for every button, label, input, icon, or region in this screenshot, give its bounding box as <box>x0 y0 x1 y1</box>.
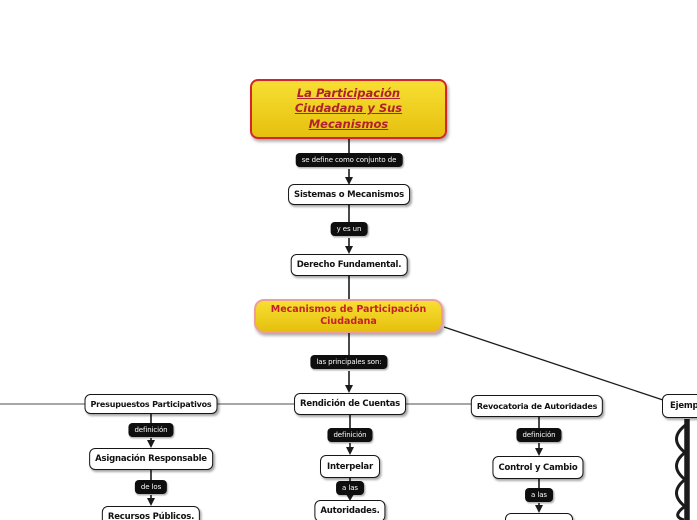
link-label-definicion-left[interactable]: definición <box>128 423 174 437</box>
arrowhead <box>147 498 155 506</box>
link-label-las-principales[interactable]: las principales son: <box>310 355 388 369</box>
node-ejemplos[interactable]: Ejemplos <box>662 394 697 418</box>
node-derecho-fundamental[interactable]: Derecho Fundamental. <box>290 254 408 276</box>
link-label-y-es-un[interactable]: y es un <box>330 222 368 236</box>
link-label-definicion-middle[interactable]: definición <box>327 428 373 442</box>
arrowhead <box>345 246 353 254</box>
node-control-y-cambio[interactable]: Control y Cambio <box>492 456 584 479</box>
arrowhead <box>535 448 543 456</box>
arrowhead <box>346 447 354 455</box>
node-autoridades[interactable]: Autoridades. <box>314 500 386 520</box>
node-presupuestos-participativos[interactable]: Presupuestos Participativos <box>84 394 218 414</box>
link-label-a-las-middle[interactable]: a las <box>336 481 364 495</box>
connector-to-ejemplos <box>443 326 664 401</box>
arrowhead <box>345 385 353 393</box>
arrowhead <box>345 177 353 185</box>
node-partial-bottom-right[interactable] <box>505 513 573 520</box>
node-revocatoria-de-autoridades[interactable]: Revocatoria de Autoridades <box>470 395 604 417</box>
connector-left-branch <box>147 414 155 506</box>
root-topic-node[interactable]: La Participación Ciudadana y Sus Mecanis… <box>250 79 447 139</box>
node-sistemas-o-mecanismos[interactable]: Sistemas o Mecanismos <box>288 184 410 205</box>
link-label-a-las-right[interactable]: a las <box>525 488 553 502</box>
ejemplos-branch-spine <box>675 419 690 520</box>
arrowhead <box>147 440 155 448</box>
connector-right-branch <box>535 417 543 513</box>
node-rendicion-de-cuentas[interactable]: Rendición de Cuentas <box>294 393 406 415</box>
arrowhead <box>535 505 543 513</box>
arrowhead <box>346 494 354 501</box>
link-label-definicion-right[interactable]: definición <box>516 428 562 442</box>
link-label-de-los[interactable]: de los <box>134 480 168 494</box>
node-interpelar[interactable]: Interpelar <box>320 455 380 478</box>
link-label-se-define[interactable]: se define como conjunto de <box>295 153 403 167</box>
connector-middle-branch <box>346 415 354 501</box>
node-recursos-publicos[interactable]: Recursos Públicos. <box>101 506 201 520</box>
node-asignacion-responsable[interactable]: Asignación Responsable <box>89 448 213 470</box>
mecanismos-topic-node[interactable]: Mecanismos de Participación Ciudadana <box>254 299 443 333</box>
connector-main-chain <box>345 139 353 393</box>
